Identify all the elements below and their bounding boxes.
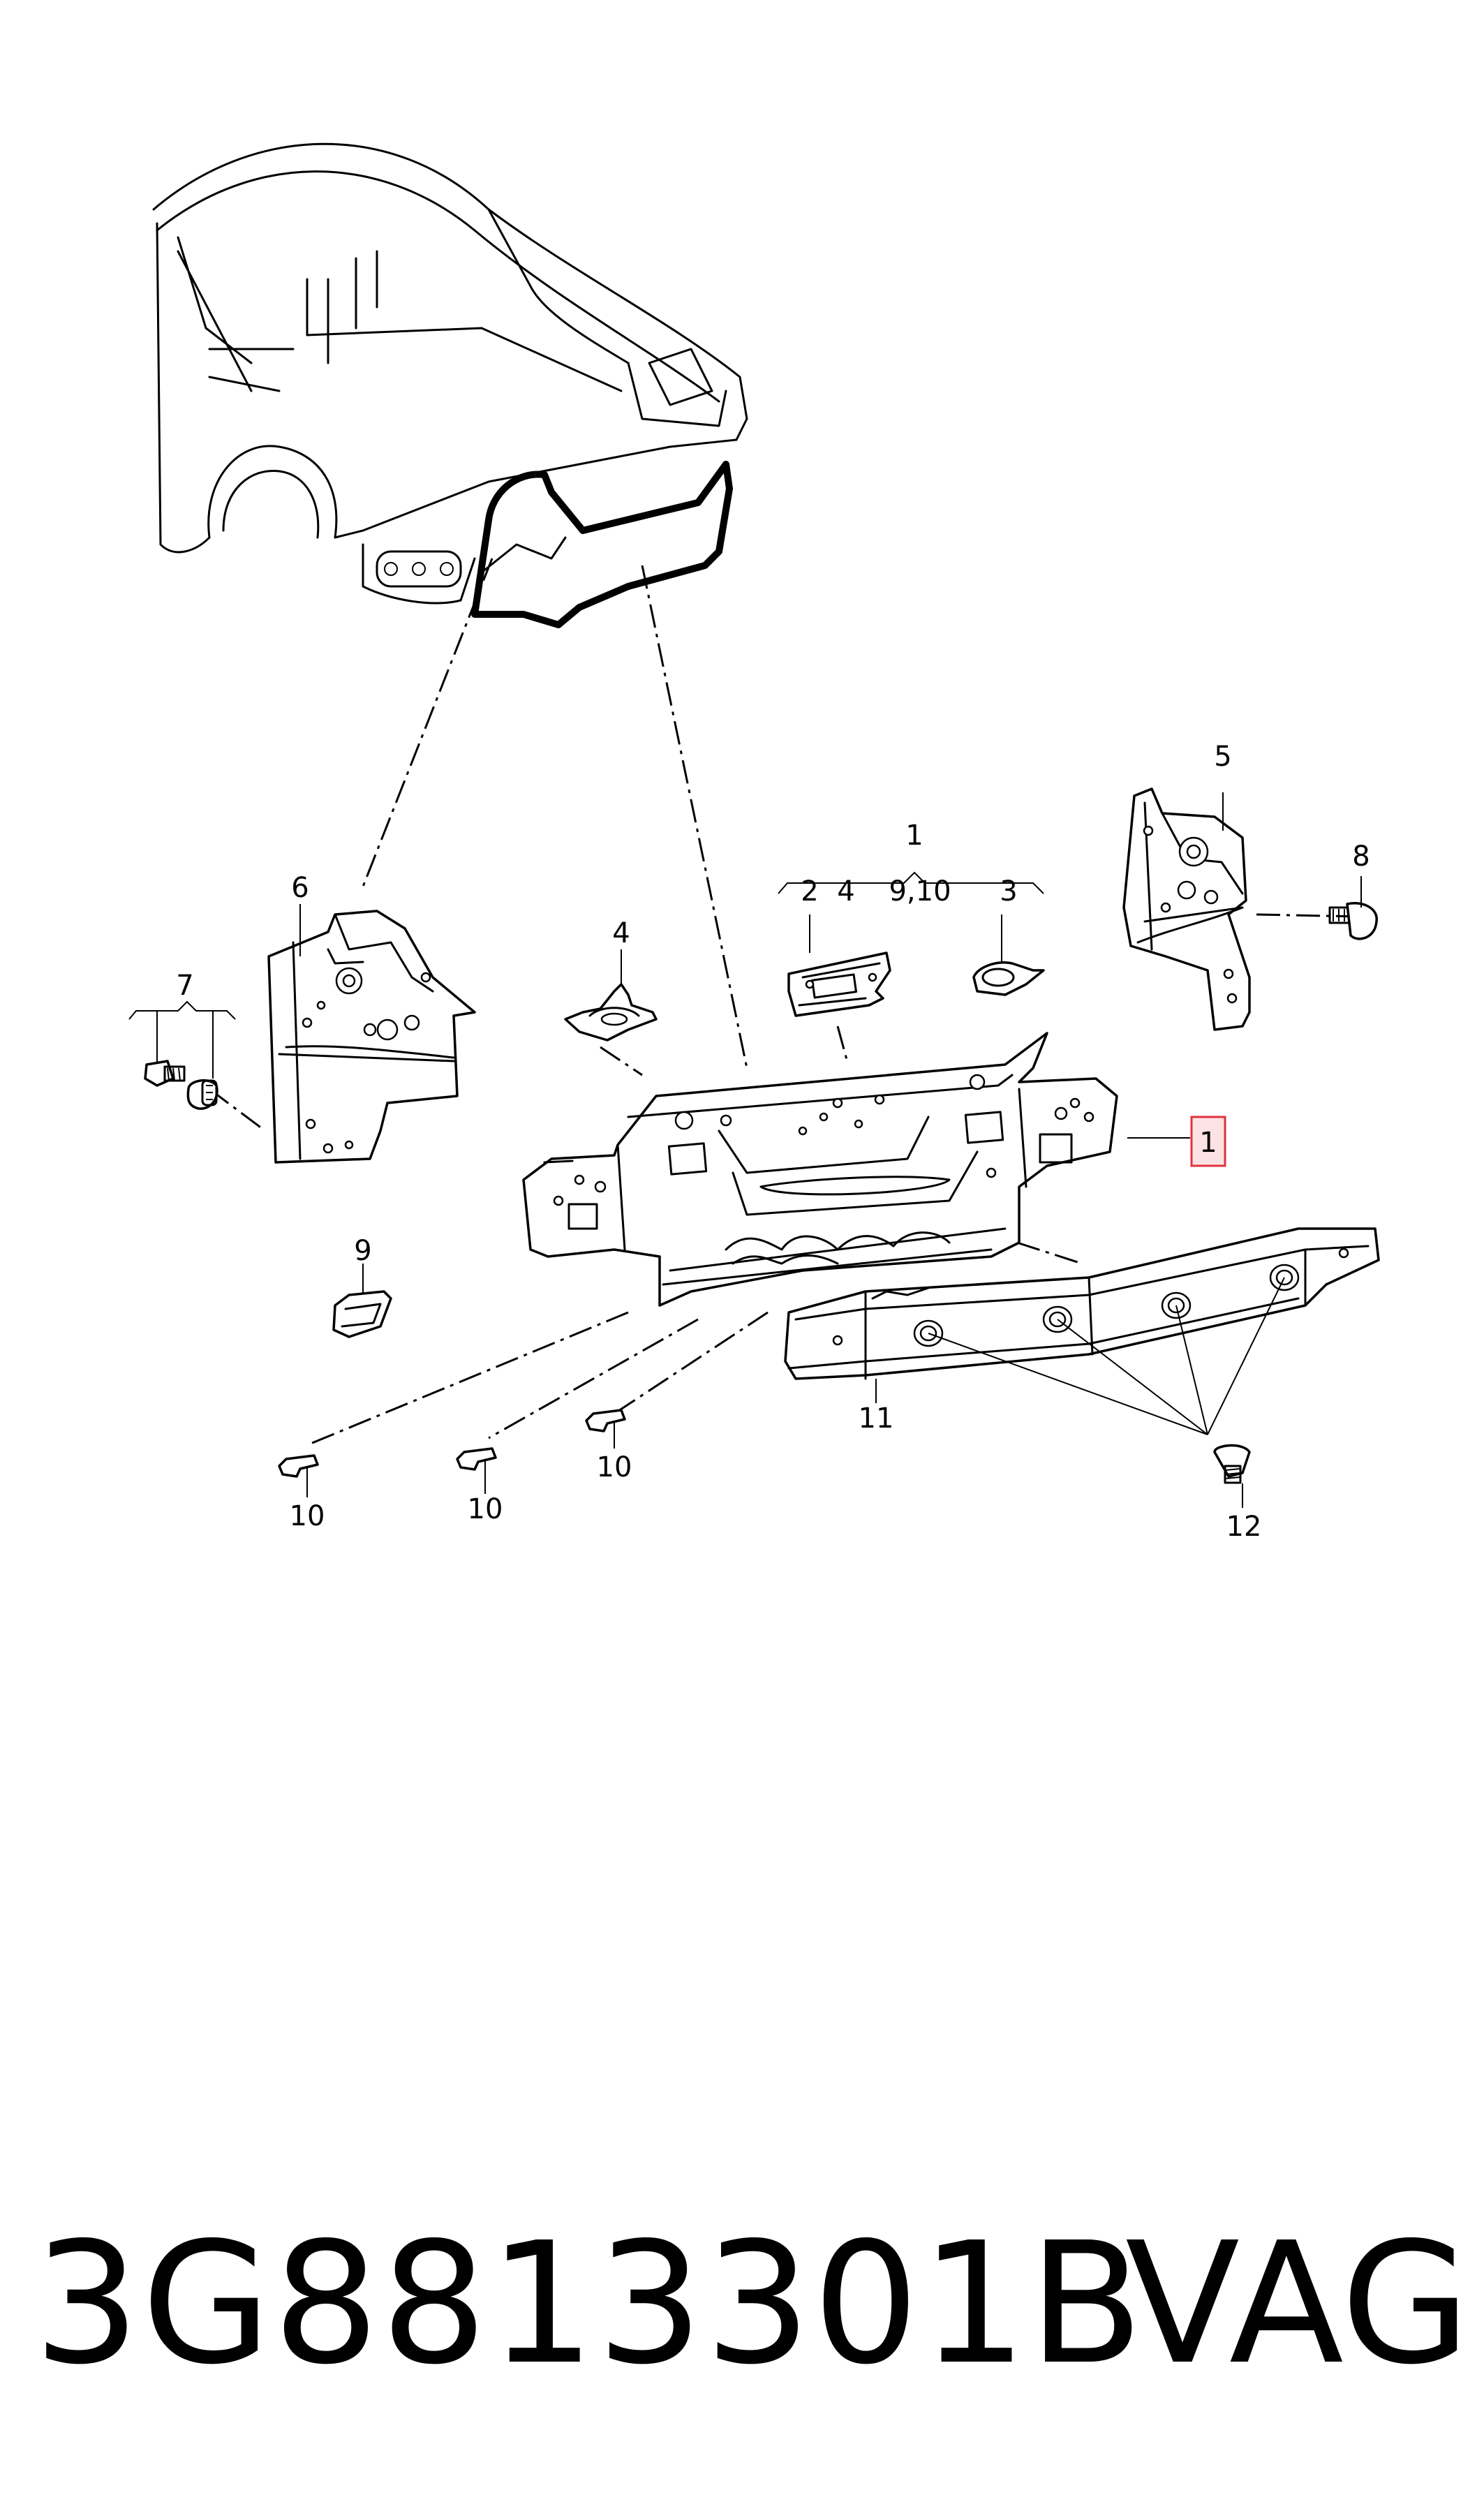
clip-part-10-c <box>585 1409 626 1449</box>
highlight-box <box>1190 1116 1226 1167</box>
callout-2: 2 <box>801 875 818 908</box>
leader-lines <box>209 558 1362 1446</box>
clip-part-10-b <box>456 1447 497 1494</box>
callout-labels: 1 2 4 9,10 3 4 5 6 7 8 9 1 11 12 10 10 1… <box>176 741 1370 1543</box>
callout-9-10: 9,10 <box>889 875 951 908</box>
screw-part-12 <box>1213 1444 1251 1508</box>
plate-part-2 <box>787 914 891 1017</box>
screw-part-8 <box>1328 876 1378 940</box>
rear-beam-part-11 <box>784 1227 1380 1380</box>
rear-panel-part-1 <box>522 1032 1118 1307</box>
callout-3: 3 <box>1000 875 1017 908</box>
group-brace-1 <box>778 871 1044 894</box>
callout-9: 9 <box>354 1235 371 1267</box>
bracket-part-5 <box>1122 787 1251 1031</box>
bracket-part-6 <box>267 904 476 1164</box>
cap-part-3 <box>972 914 1045 996</box>
callout-10-b: 10 <box>468 1493 503 1525</box>
rear-panel-location-outline <box>471 461 733 628</box>
callout-1-highlight: 1 <box>1199 1127 1217 1159</box>
part-number: 3G8813301B <box>34 2206 1145 2401</box>
clip-part-9 <box>332 1264 392 1338</box>
car-body-outline <box>152 142 748 605</box>
callout-7: 7 <box>176 970 193 1002</box>
callout-4: 4 <box>612 917 630 949</box>
bolt-set-part-7 <box>128 1000 236 1110</box>
callout-12: 12 <box>1226 1511 1262 1543</box>
callout-6: 6 <box>291 872 309 904</box>
callout-11: 11 <box>859 1402 894 1435</box>
cover-part-4 <box>564 949 658 1042</box>
clip-part-10-a <box>278 1454 319 1497</box>
callout-5: 5 <box>1214 741 1231 773</box>
callout-4-group: 4 <box>837 875 854 908</box>
callout-8: 8 <box>1352 840 1370 873</box>
callout-10-c: 10 <box>597 1451 632 1483</box>
callout-10-a: 10 <box>290 1500 325 1532</box>
callout-1: 1 <box>905 820 923 852</box>
brand-name: VAG <box>1125 2206 1471 2401</box>
